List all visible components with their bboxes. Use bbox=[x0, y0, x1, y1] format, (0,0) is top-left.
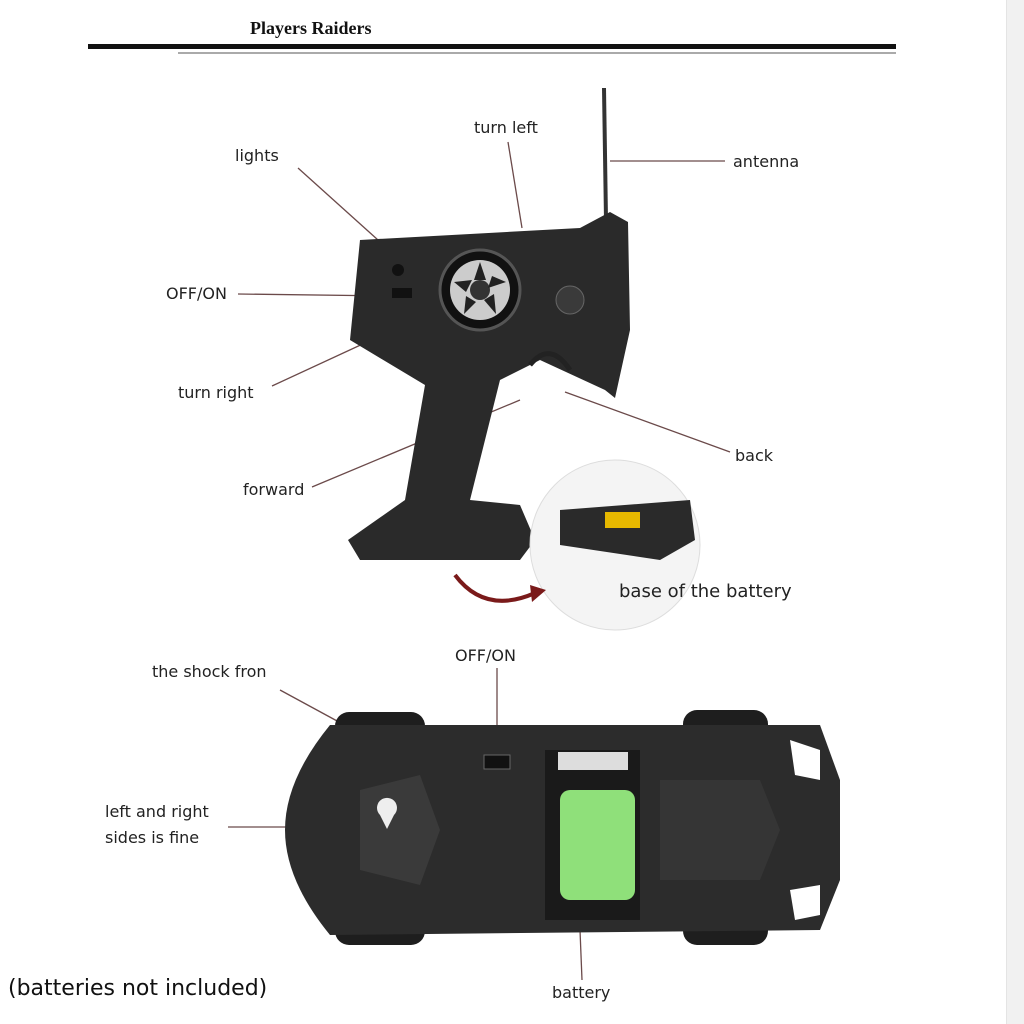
header-subrule bbox=[178, 52, 896, 54]
brand-title: Players Raiders bbox=[250, 18, 372, 38]
label-lights: lights bbox=[235, 146, 279, 165]
arrow-icon bbox=[453, 573, 536, 603]
header-rule bbox=[88, 44, 896, 49]
page-edge bbox=[1006, 0, 1024, 1024]
battery-slot bbox=[605, 512, 640, 528]
label-turn-left: turn left bbox=[474, 118, 538, 137]
battery-pack bbox=[560, 790, 635, 900]
arrow-head-icon bbox=[530, 585, 546, 602]
label-sides-line2: sides is fine bbox=[105, 828, 200, 847]
label-sides-line1: left and right bbox=[105, 802, 209, 821]
antenna-rod bbox=[602, 87, 608, 221]
label-back: back bbox=[735, 446, 774, 465]
label-shock: the shock fron bbox=[152, 662, 267, 681]
label-off-on-remote: OFF/ON bbox=[166, 284, 227, 303]
lights-button bbox=[392, 264, 404, 276]
steering-adjuster bbox=[376, 797, 397, 829]
label-battery-base: base of the battery bbox=[619, 581, 792, 602]
battery-base-inset bbox=[529, 459, 701, 631]
rc-car-underside bbox=[285, 710, 840, 945]
label-turn-right: turn right bbox=[178, 383, 254, 402]
label-forward: forward bbox=[243, 480, 305, 499]
trigger bbox=[528, 351, 573, 372]
remote-controller bbox=[348, 87, 630, 560]
trim-dial bbox=[555, 285, 585, 315]
label-battery: battery bbox=[552, 983, 611, 1002]
car-power-switch bbox=[483, 754, 511, 770]
label-off-on-car: OFF/ON bbox=[455, 646, 516, 665]
label-antenna: antenna bbox=[733, 152, 800, 171]
batteries-note: (batteries not included) bbox=[8, 976, 268, 1001]
power-switch bbox=[392, 288, 412, 298]
